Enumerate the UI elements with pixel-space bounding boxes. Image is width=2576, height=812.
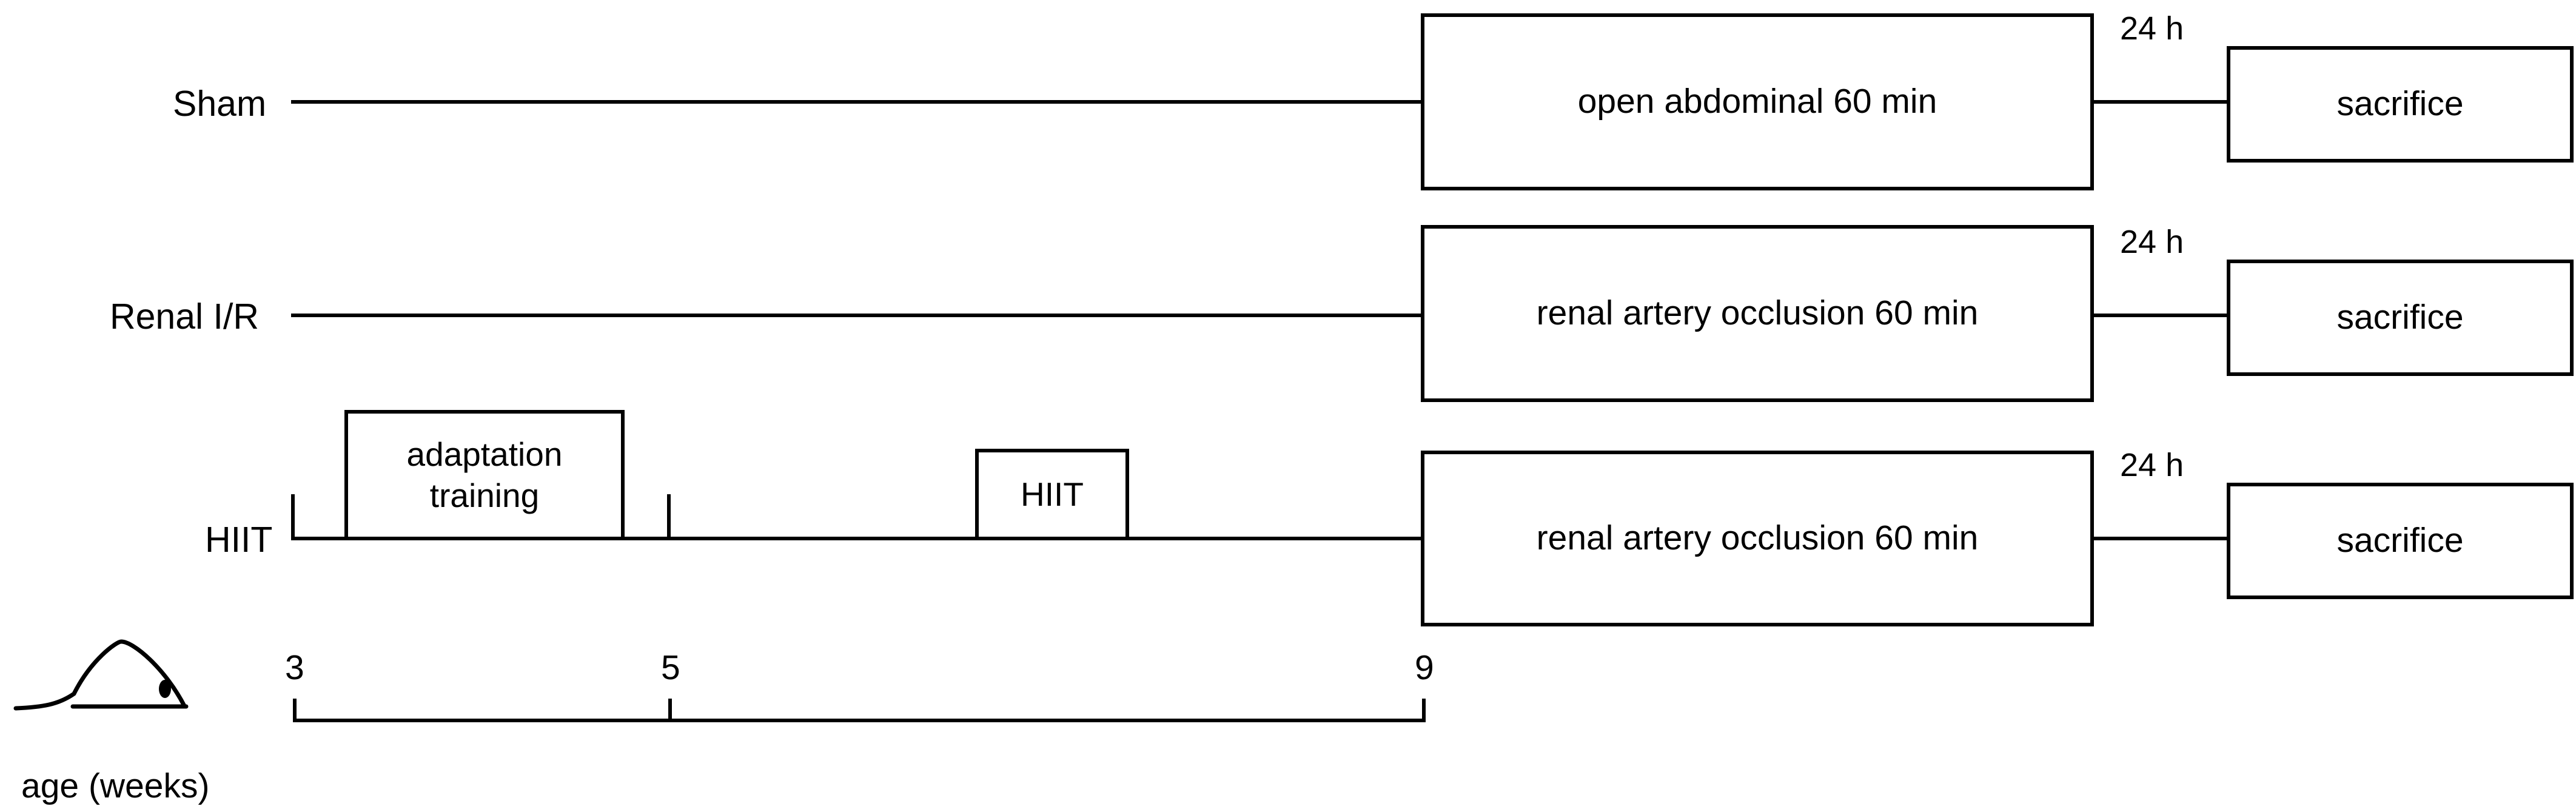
endpoint-box-hiit: sacrifice (2227, 483, 2574, 599)
age-axis-tick-5 (668, 699, 672, 720)
endpoint-box-sham: sacrifice (2227, 46, 2574, 163)
age-axis-line (293, 719, 1426, 722)
procedure-box-hiit: renal artery occlusion 60 min (1421, 451, 2094, 626)
duration-label-hiit: 24 h (2120, 447, 2184, 483)
training-box-hiit: HIIT (975, 449, 1129, 540)
age-axis-caption: age (weeks) (21, 767, 210, 805)
duration-label-sham: 24 h (2120, 10, 2184, 47)
adaptation-line-1: adaptation (406, 435, 563, 474)
timeline-line-hiit (291, 537, 1423, 540)
age-axis-tick-9 (1422, 699, 1426, 720)
timeline-tick-hiit-start (291, 494, 295, 539)
duration-label-renal-ir: 24 h (2120, 224, 2184, 260)
age-axis-ticklabel-9: 9 (1415, 648, 1434, 687)
procedure-box-renal-ir: renal artery occlusion 60 min (1421, 225, 2094, 402)
connector-line-sham (2091, 100, 2230, 104)
age-axis-ticklabel-5: 5 (661, 648, 680, 687)
timeline-line-renal-ir (291, 314, 1423, 317)
row-label-sham: Sham (173, 84, 267, 124)
mouse-icon (13, 639, 189, 711)
adaptation-line-2: training (429, 476, 540, 514)
row-label-renal-ir: Renal I/R (110, 297, 259, 337)
connector-line-hiit (2091, 537, 2230, 540)
procedure-box-sham: open abdominal 60 min (1421, 13, 2094, 190)
connector-line-renal-ir (2091, 314, 2230, 317)
timeline-line-sham (291, 100, 1423, 104)
endpoint-box-renal-ir: sacrifice (2227, 260, 2574, 376)
timeline-tick-hiit-week5 (667, 494, 671, 539)
row-label-hiit: HIIT (205, 520, 273, 560)
training-box-adaptation: adaptation training (344, 410, 625, 540)
age-axis-ticklabel-3: 3 (285, 648, 304, 687)
age-axis-tick-3 (293, 699, 297, 720)
